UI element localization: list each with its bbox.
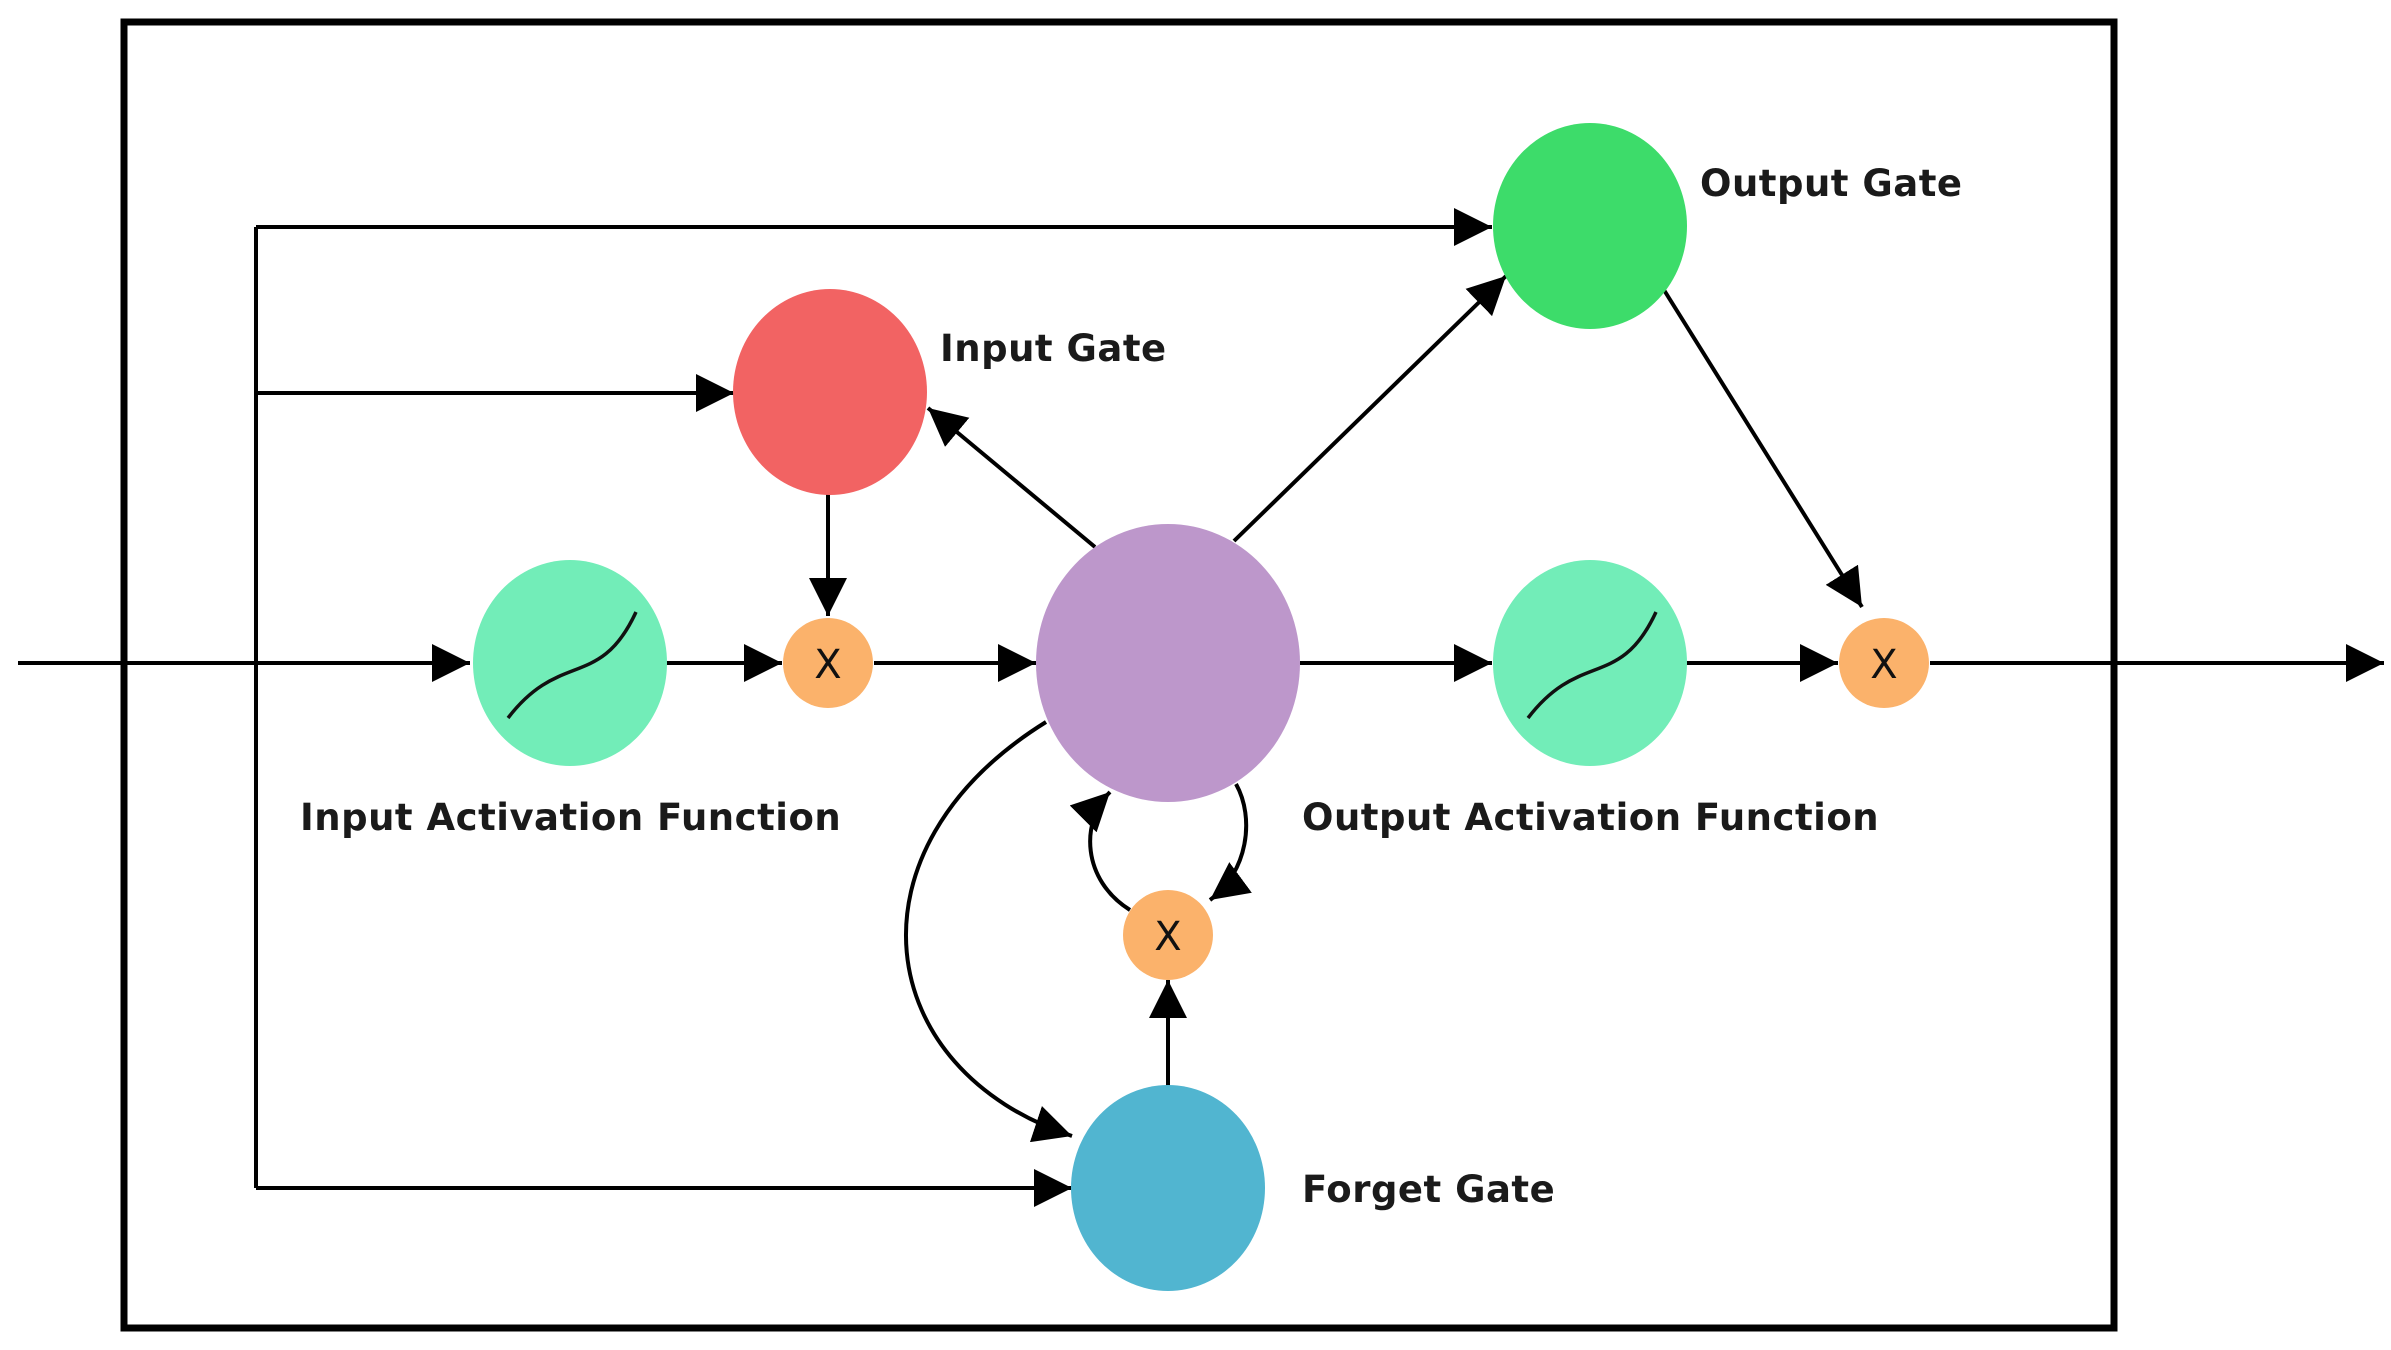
forget-gate-node [1071,1085,1265,1291]
recurrent-multiply-to-cell [1069,790,1132,912]
cell-to-input-gate [926,406,1097,549]
output-activation-node [1493,560,1687,766]
cell-boundary [120,18,2118,1332]
multiply-symbol: X [1870,642,1897,688]
input-multiply-node: X [783,618,873,708]
output-activation-label: Output Activation Function [1302,796,1879,839]
multiply-symbol: X [1154,914,1181,960]
cell-to-forget-gate-curve [903,720,1073,1143]
output-multiply-node: X [1839,618,1929,708]
output-gate-node [1493,123,1687,329]
cell-to-output-gate [1232,274,1508,543]
output-gate-label: Output Gate [1700,162,1963,205]
cell-state-node [1036,524,1300,802]
input-activation-node [473,560,667,766]
input-gate-label: Input Gate [940,327,1167,370]
multiply-symbol: X [814,642,841,688]
forget-multiply-node: X [1123,890,1213,980]
input-activation-label: Input Activation Function [300,796,841,839]
input-gate-node [733,289,927,495]
forget-gate-label: Forget Gate [1302,1168,1555,1211]
recurrent-cell-to-multiply [1208,783,1252,902]
sigmoid-curve-icon [1526,611,1658,720]
output-gate-to-multiply [1662,288,1864,609]
sigmoid-curve-icon [506,611,638,720]
